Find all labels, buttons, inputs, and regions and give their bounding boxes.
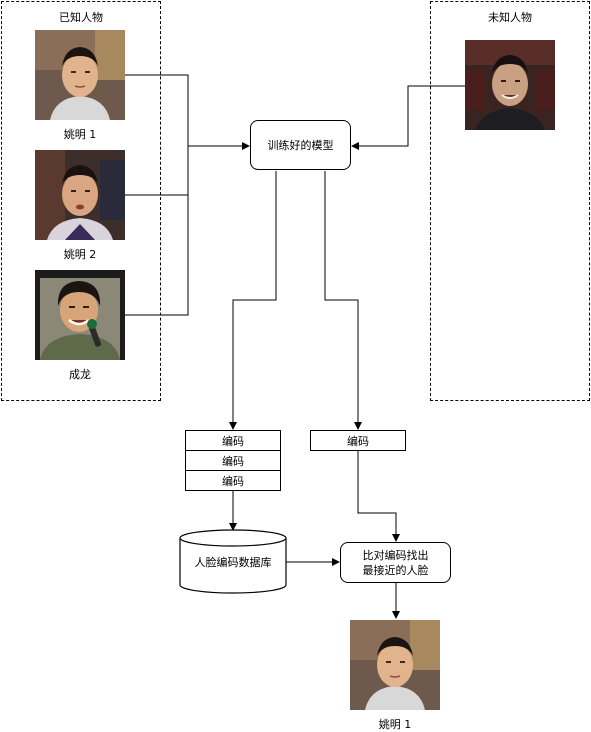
unknown-people-group: 未知人物	[430, 1, 590, 401]
compare-label-line2: 最接近的人脸	[362, 563, 429, 577]
edge-single-to-compare	[357, 450, 400, 542]
photo-result	[350, 620, 440, 710]
known-people-group: 已知人物	[1, 1, 161, 401]
photo-unknown	[465, 40, 555, 130]
encoding-stack-cell: 编码	[185, 470, 281, 491]
encoding-stack-cell: 编码	[185, 450, 281, 471]
caption-yaoming-1: 姚明 1	[63, 128, 97, 141]
photo-yaoming-2	[35, 150, 125, 240]
face-encoding-database-label: 人脸编码数据库	[194, 556, 272, 569]
trained-model-node: 训练好的模型	[250, 120, 351, 170]
known-group-title: 已知人物	[59, 11, 103, 24]
compare-node: 比对编码找出 最接近的人脸	[340, 542, 451, 583]
edge-chenglong-to-model	[125, 195, 189, 316]
trained-model-label: 训练好的模型	[267, 139, 334, 152]
single-encoding-cell: 编码	[310, 430, 406, 451]
compare-label-line1: 比对编码找出	[362, 548, 429, 562]
caption-result: 姚明 1	[378, 718, 412, 731]
edge-model-to-single	[324, 171, 362, 430]
edge-model-to-stack	[229, 171, 277, 430]
caption-chenglong: 成龙	[69, 368, 91, 381]
edge-yaoming1-to-model	[125, 74, 250, 150]
edge-unknown-to-model	[351, 85, 465, 150]
encoding-stack-cell: 编码	[185, 430, 281, 451]
photo-yaoming-1	[35, 30, 125, 120]
photo-chenglong	[35, 270, 125, 360]
database-cylinder	[179, 529, 287, 594]
caption-yaoming-2: 姚明 2	[63, 248, 97, 261]
unknown-group-title: 未知人物	[488, 11, 532, 24]
